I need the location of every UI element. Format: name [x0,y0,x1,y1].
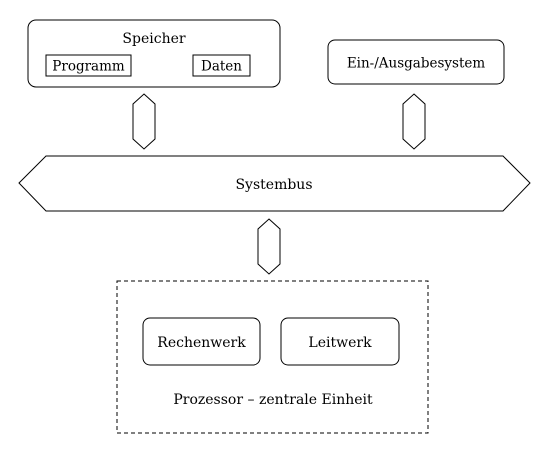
memory-title: Speicher [122,31,185,47]
system-bus-label: Systembus [235,177,312,193]
bus-processor-connector [257,218,281,275]
program-label: Programm [52,59,125,75]
control-unit-label: Leitwerk [308,335,372,351]
memory-block: Speicher Programm Daten [27,19,281,88]
data-label: Daten [201,59,242,75]
control-unit-box [280,317,400,366]
memory-bus-connector [132,93,156,150]
io-bus-connector [402,93,426,150]
data-box [192,54,251,77]
alu-box [142,317,261,366]
processor-boundary [116,280,429,434]
io-block: Ein-/Ausgabesystem [327,39,505,85]
processor-block: Rechenwerk Leitwerk Prozessor – zentrale… [116,280,429,434]
alu-label: Rechenwerk [157,335,246,351]
system-bus-arrow [18,155,531,212]
program-box [45,54,132,77]
processor-caption: Prozessor – zentrale Einheit [173,392,373,408]
memory-box [27,19,281,88]
io-box [327,39,505,85]
io-label: Ein-/Ausgabesystem [347,56,486,72]
system-bus: Systembus [18,155,531,212]
